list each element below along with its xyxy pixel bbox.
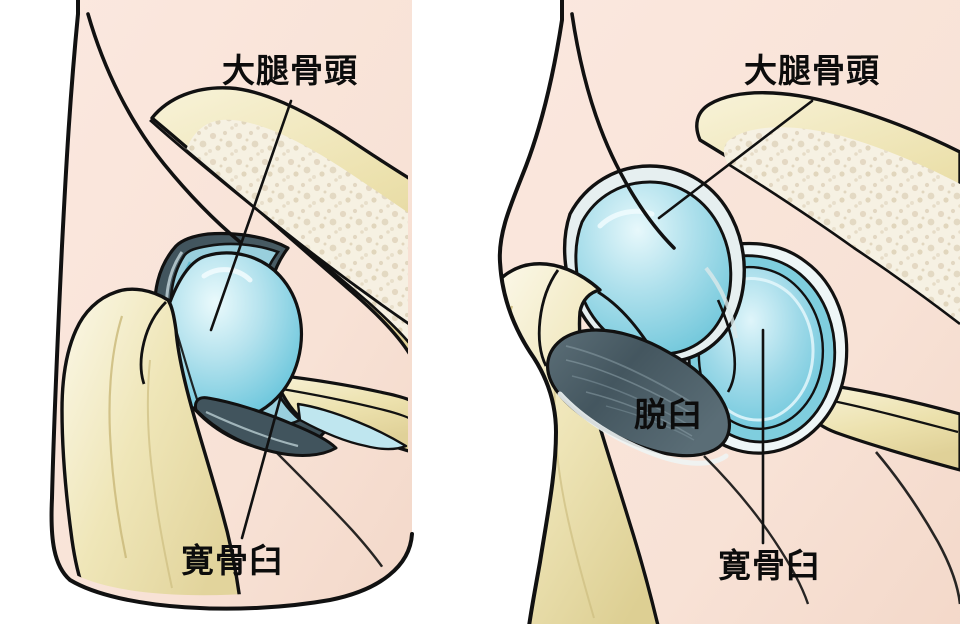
leader-line-femoral-head-right (657, 99, 814, 220)
inferior-capsule-left (194, 396, 338, 457)
capsule-band-highlight-right (704, 266, 738, 339)
ilium-trabecular-right (723, 127, 960, 324)
leader-line-femoral-head-left (209, 99, 293, 332)
body-outline-right (497, 0, 564, 624)
ilium-trabecular-left (186, 119, 409, 344)
panel-left-normal-hip (49, 0, 414, 611)
label-femoral-head-left: 大腿骨頭 (222, 51, 358, 90)
label-acetabulum-left: 寛骨臼 (181, 541, 283, 580)
capsule-lower-rim-right (557, 391, 729, 466)
pelvic-flare-inner-right (827, 398, 959, 434)
capsule-fibers-right (565, 345, 697, 441)
femoral-head-highlight-left (201, 267, 253, 283)
label-femoral-head-right: 大腿骨頭 (744, 51, 880, 90)
label-dislocation-right: 脱臼 (634, 395, 702, 434)
body-outline-left (49, 0, 414, 611)
leader-line-acetabulum-left (240, 390, 284, 540)
femur-shading-1-left (108, 315, 128, 559)
labrum-tail-left (296, 402, 408, 451)
groin-crease-right (703, 455, 810, 605)
panel-right-dislocated-hip (497, 0, 960, 624)
trochanter-notch-left (139, 301, 167, 385)
femoral-head-highlight-right (597, 208, 655, 229)
femoral-head-right (574, 180, 733, 356)
abdominal-crease-left (86, 12, 242, 244)
inferior-capsule-rim-left (205, 411, 299, 448)
label-acetabulum-right: 寛骨臼 (718, 546, 820, 585)
buttock-crease-right (875, 451, 960, 605)
pubic-ramus-inner-left (275, 386, 409, 421)
stretched-joint-capsule-right (546, 328, 732, 458)
femur-shading-2-left (146, 359, 173, 589)
ilium-trabecular-outline-right (727, 162, 960, 326)
acetabulum-inner-ring-right (714, 277, 815, 422)
trochanter-notch-right (537, 269, 560, 367)
capsule-upper-connection-right (716, 299, 737, 393)
abdominal-crease-right (570, 12, 676, 250)
pelvic-ridge-left (149, 118, 409, 328)
